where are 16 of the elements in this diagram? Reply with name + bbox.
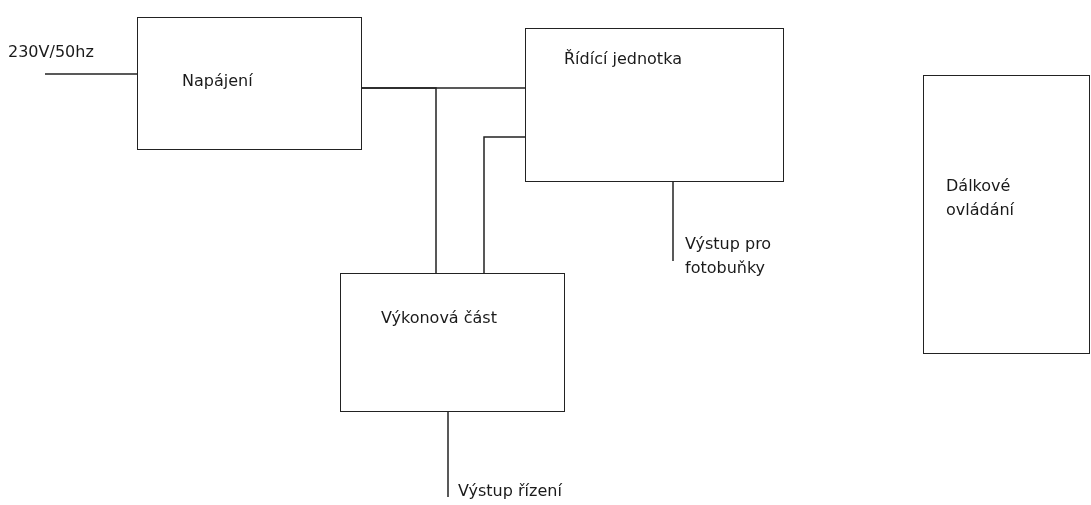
block-box [923, 75, 1090, 354]
input-label: 230V/50hz [8, 41, 94, 63]
connector-line [672, 181, 674, 262]
connector-line [44, 73, 138, 75]
block-box [525, 28, 784, 182]
block-label: Výkonová část [381, 307, 497, 329]
connector-line [361, 87, 437, 274]
block-box [340, 273, 565, 412]
block-label: Napájení [182, 70, 253, 92]
block-box [137, 17, 362, 150]
connector-line [483, 136, 526, 274]
output-label: Výstup pro fotobuňky [685, 233, 773, 279]
output-label: Výstup řízení [458, 480, 562, 502]
block-label: Řídící jednotka [564, 48, 682, 70]
connector-line [447, 411, 449, 498]
block-label: Dálkové ovládání [946, 175, 1016, 221]
